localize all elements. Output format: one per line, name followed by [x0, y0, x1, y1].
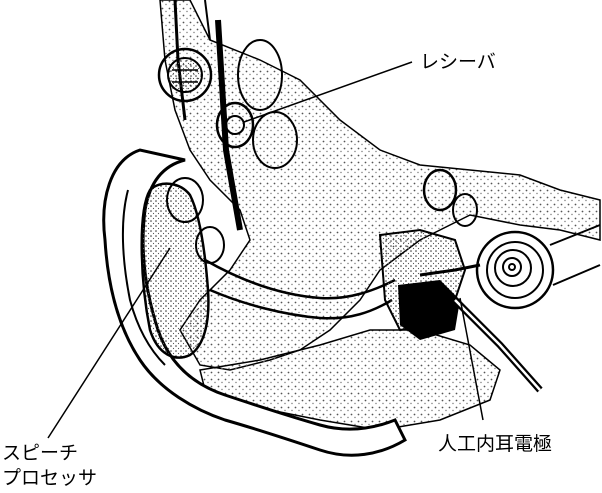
cochlear-implant-electrode-label: 人工内耳電極 [438, 432, 552, 456]
speech-processor-label-line2: プロセッサ [2, 466, 97, 491]
speech-processor [142, 184, 209, 358]
head-tissue [160, 0, 600, 370]
cochlea [477, 232, 553, 308]
speech-processor-label-line1: スピーチ [2, 441, 97, 466]
speech-processor-label: スピーチ プロセッサ [2, 441, 97, 491]
receiver-label: レシーバ [420, 50, 496, 74]
